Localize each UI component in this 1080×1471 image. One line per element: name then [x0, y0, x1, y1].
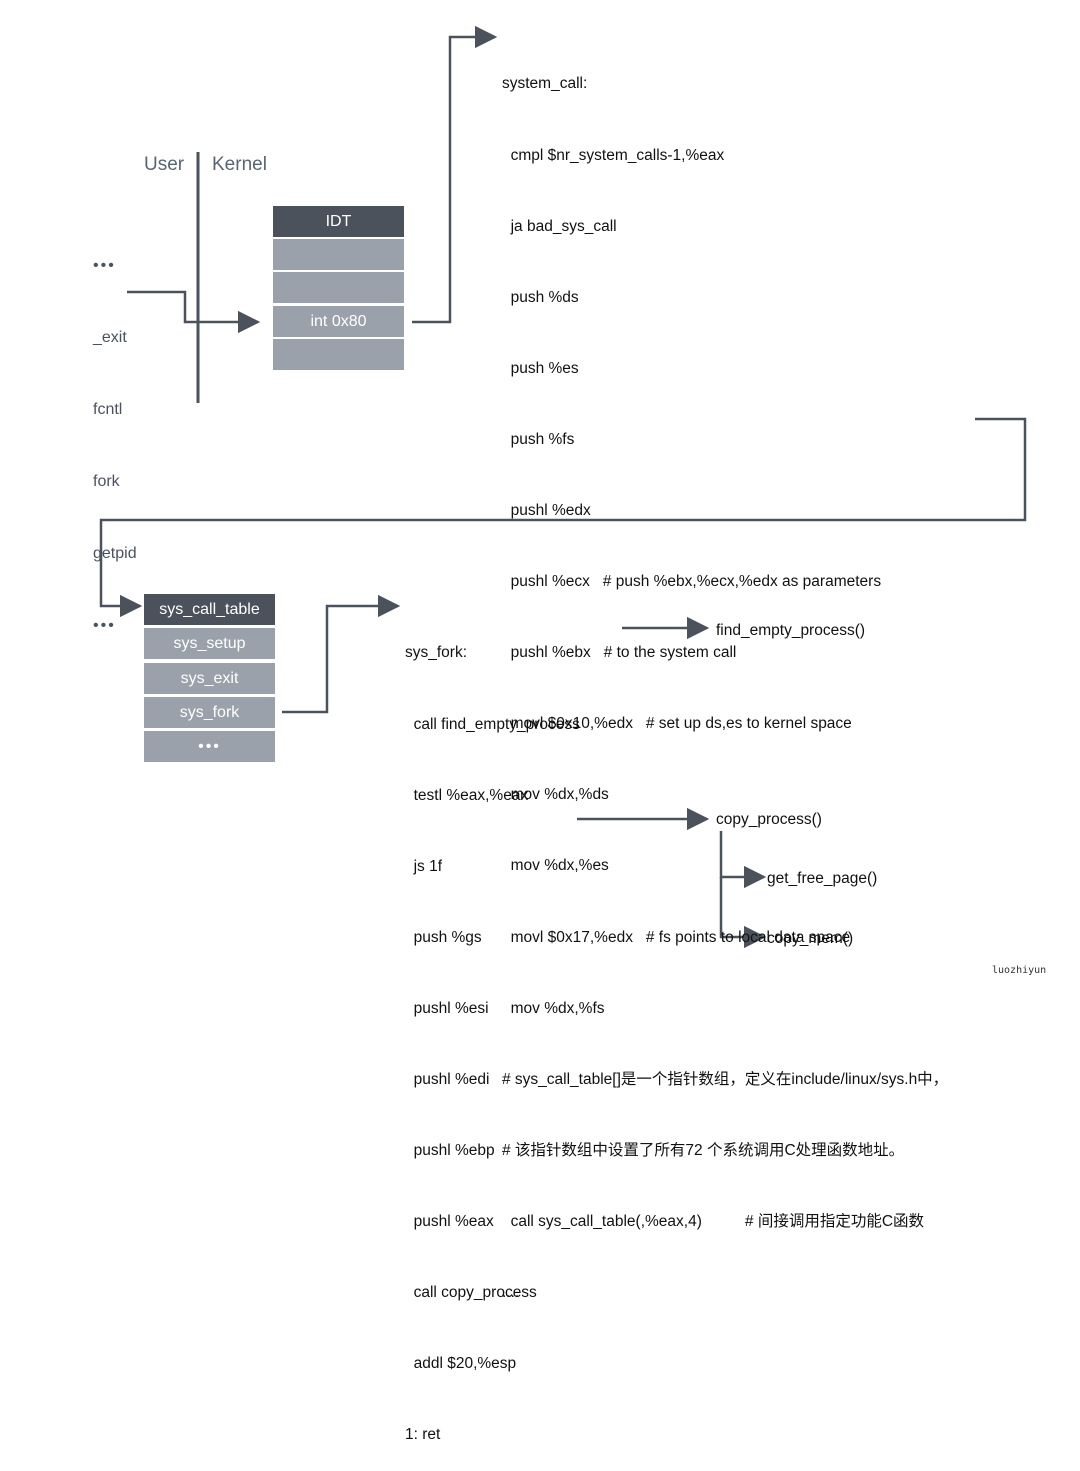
code-line: pushl %edi [405, 1070, 490, 1088]
sys-call-table-row: sys_exit [144, 663, 275, 694]
sys-fork-code: sys_fork: call find_empty_process testl … [405, 594, 580, 1471]
sys-fork-to-code-arrow [282, 594, 401, 714]
idt-to-system-call-arrow [412, 25, 498, 324]
syscall-list-item: getpid [93, 545, 137, 562]
code-line: pushl %edx [502, 501, 591, 519]
code-line: mov %dx,%ds [502, 786, 609, 804]
copy-mem-arrow [719, 877, 767, 949]
syscall-list-item: fcntl [93, 401, 123, 418]
idt-row [273, 339, 404, 370]
code-line: movl $0x10,%edx # set up ds,es to kernel… [502, 715, 852, 733]
kernel-label: Kernel [212, 154, 267, 175]
watermark: luozhiyun [992, 965, 1047, 976]
call-to-sys-call-table-arrow [99, 417, 1027, 618]
code-line: cmpl $nr_system_calls-1,%eax [502, 146, 725, 164]
connector-lines [99, 25, 1027, 949]
copy-mem-label: copy_mem() [767, 930, 854, 947]
idt-row-int-0x80: int 0x80 [273, 306, 404, 337]
sys-call-table-row: ••• [144, 731, 275, 762]
code-line: mov %dx,%es [502, 857, 609, 875]
sys-call-table-title: sys_call_table [144, 594, 275, 625]
code-line: ja bad_sys_call [502, 217, 617, 235]
find-empty-process-label: find_empty_process() [716, 622, 866, 639]
code-line: js 1f [405, 857, 443, 875]
code-line: addl $20,%esp [405, 1355, 517, 1373]
code-line: testl %eax,%eax [405, 786, 529, 804]
code-line: pushl %esi [405, 999, 489, 1017]
code-line: sys_fork: [405, 644, 468, 662]
sys-call-table-row-sys-fork: sys_fork [144, 697, 275, 728]
code-line: movl $0x17,%edx # fs points to local dat… [502, 928, 851, 946]
syscall-list-item: _exit [93, 329, 127, 346]
user-label: User [144, 154, 185, 175]
syscall-list-item: ••• [93, 617, 116, 634]
code-line: call find_empty_process [405, 715, 580, 733]
code-line: pushl %eax [405, 1213, 494, 1231]
fork-to-idt-arrow [127, 290, 261, 334]
code-line: pushl %ebx # to the system call [502, 644, 737, 662]
code-line: 1: ret [405, 1426, 441, 1444]
code-line: pushl %ecx # push %ebx,%ecx,%edx as para… [502, 573, 882, 591]
get-free-page-label: get_free_page() [767, 870, 878, 887]
syscall-list: ••• _exit fcntl fork getpid ••• [93, 206, 137, 662]
syscall-list-item: fork [93, 473, 120, 490]
copy-process-label: copy_process() [716, 811, 822, 828]
code-line: push %gs [405, 928, 482, 946]
code-line: push %es [502, 359, 579, 377]
syscall-list-item: ••• [93, 257, 116, 274]
sys-call-table-row: sys_setup [144, 628, 275, 659]
code-line: call copy_process [405, 1284, 537, 1302]
idt-row [273, 239, 404, 270]
idt-title: IDT [273, 206, 404, 237]
code-line: pushl %ebp [405, 1142, 495, 1160]
code-line: system_call: [502, 75, 588, 93]
code-line: push %fs [502, 430, 575, 448]
code-line: push %ds [502, 288, 579, 306]
idt-row [273, 272, 404, 303]
